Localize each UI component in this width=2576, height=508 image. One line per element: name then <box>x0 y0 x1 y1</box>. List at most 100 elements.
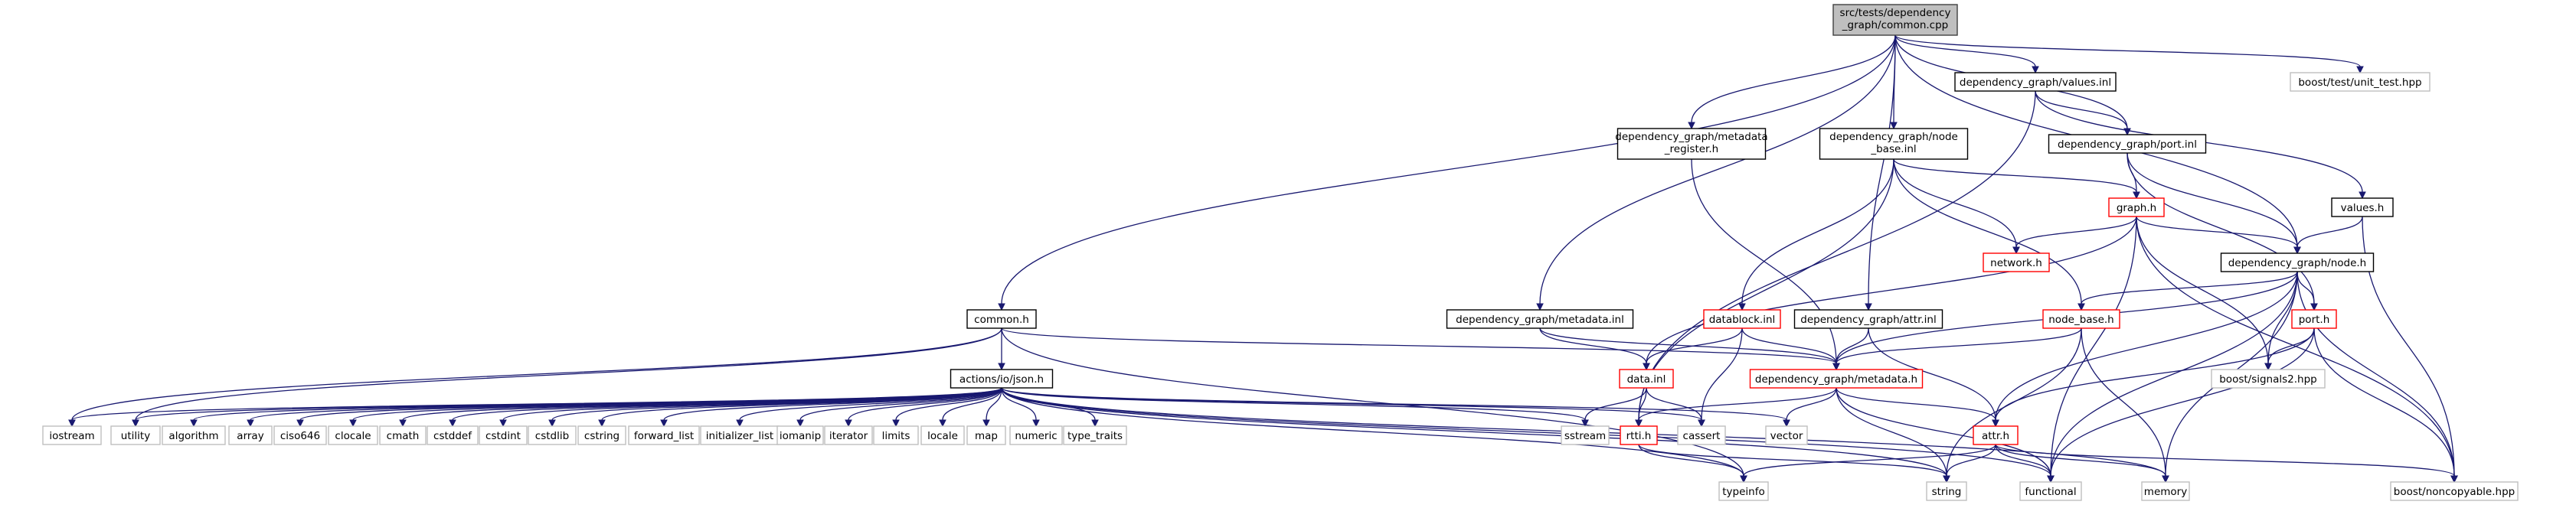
node-rtti-h[interactable]: rtti.h <box>1620 425 1658 445</box>
edge-json_h-to-cassert <box>1001 387 1702 421</box>
edge-json_h-to-functional <box>1001 387 2051 477</box>
node-label: attr.h <box>1982 430 2009 442</box>
node-label: values.h <box>2341 202 2385 214</box>
node-label: dependency_graph/values.inl <box>1960 77 2111 89</box>
edge-arrowhead-json_h-to-cmath <box>399 419 407 428</box>
node-metadata-h[interactable]: dependency_graph/metadata.h <box>1749 369 1924 389</box>
edge-root-to-metadata_inl <box>1539 34 1896 304</box>
node-box <box>2141 481 2190 501</box>
edge-node_h-to-node_base_h <box>2081 271 2298 304</box>
edge-arrowhead-rtti_h-to-typeinfo <box>1740 475 1747 484</box>
node-port-inl[interactable]: dependency_graph/port.inl <box>2048 134 2207 154</box>
edge-port_inl-to-node_h <box>2127 152 2298 248</box>
node-data-inl[interactable]: data.inl <box>1619 369 1674 389</box>
node-forward-list: forward_list <box>628 425 700 445</box>
node-label: iterator <box>829 430 868 442</box>
edge-attr_h-to-noncopyable <box>1995 444 2455 477</box>
edge-data_inl-to-rtti_h <box>1638 387 1647 421</box>
node-label: forward_list <box>634 430 694 442</box>
edge-arrowhead-root-to-common_h <box>998 303 1005 311</box>
node-box <box>1677 425 1726 445</box>
node-datablock-inl[interactable]: datablock.inl <box>1703 309 1781 329</box>
node-root[interactable]: src/tests/dependency_graph/common.cpp <box>1832 4 1958 36</box>
node-attr-h[interactable]: attr.h <box>1973 425 2019 445</box>
node-label: dependency_graph/node <box>1829 131 1958 143</box>
node-cstring: cstring <box>577 425 626 445</box>
edge-json_h-to-initializer_list <box>739 387 1002 421</box>
node-json-h[interactable]: actions/io/json.h <box>950 369 1054 389</box>
node-values-h[interactable]: values.h <box>2331 197 2394 217</box>
node-label: cstdlib <box>535 430 569 442</box>
node-box <box>1009 425 1063 445</box>
node-node-base-h[interactable]: node_base.h <box>2042 309 2120 329</box>
edge-metadata_h-to-rtti_h <box>1638 387 1837 421</box>
node-type-traits: type_traits <box>1063 425 1127 445</box>
node-box <box>1832 4 1958 36</box>
node-noncopyable: boost/noncopyable.hpp <box>2390 481 2519 501</box>
edges-layer <box>68 34 2458 484</box>
node-box <box>1561 425 1610 445</box>
node-utility: utility <box>110 425 161 445</box>
node-box <box>479 425 528 445</box>
edge-root-to-unit_test <box>1894 34 2361 67</box>
edge-metadata_h-to-functional <box>1836 387 2051 477</box>
node-box <box>1926 481 1967 501</box>
edge-root-to-attr_inl <box>1868 34 1896 304</box>
edge-metadata_inl-to-metadata_h <box>1539 327 1837 364</box>
node-label: dependency_graph/metadata <box>1615 131 1767 143</box>
node-box <box>2291 309 2337 329</box>
node-attr-inl[interactable]: dependency_graph/attr.inl <box>1793 309 1943 329</box>
node-label: cstring <box>584 430 619 442</box>
node-common-h[interactable]: common.h <box>966 309 1037 329</box>
edge-common_h-to-typeinfo <box>1001 327 1744 477</box>
node-label: cstdint <box>485 430 521 442</box>
node-label: port.h <box>2299 314 2330 326</box>
node-box <box>427 425 479 445</box>
node-label: initializer_list <box>706 430 773 442</box>
node-metadata-register[interactable]: dependency_graph/metadata_register.h <box>1615 128 1768 160</box>
node-box <box>2108 197 2165 217</box>
edge-rtti_h-to-string <box>1638 444 1947 477</box>
node-algorithm: algorithm <box>162 425 226 445</box>
edge-json_h-to-limits <box>895 387 1002 421</box>
edge-arrowhead-json_h-to-cstring <box>598 419 606 428</box>
node-label: cmath <box>387 430 420 442</box>
node-box <box>2042 309 2120 329</box>
edge-port_h-to-functional <box>2050 327 2315 477</box>
node-metadata-inl[interactable]: dependency_graph/metadata.inl <box>1446 309 1634 329</box>
node-box <box>1619 369 1674 389</box>
node-label: numeric <box>1015 430 1057 442</box>
node-box <box>2019 481 2082 501</box>
node-box <box>1446 309 1634 329</box>
node-box <box>2220 252 2375 272</box>
edge-arrowhead-json_h-to-algorithm <box>190 419 198 428</box>
node-port-h[interactable]: port.h <box>2291 309 2337 329</box>
node-node-base-inl[interactable]: dependency_graph/node_base.inl <box>1819 128 1969 160</box>
edge-attr_h-to-memory <box>1995 444 2166 477</box>
node-box <box>2048 134 2207 154</box>
edge-values_h-to-noncopyable <box>2362 216 2455 477</box>
node-values-inl[interactable]: dependency_graph/values.inl <box>1954 72 2117 92</box>
node-string: string <box>1926 481 1967 501</box>
node-label: clocale <box>335 430 371 442</box>
edge-datablock_inl-to-cassert <box>1701 327 1743 421</box>
edge-json_h-to-sstream <box>1001 387 1586 421</box>
edge-arrowhead-attr_h-to-noncopyable <box>2450 475 2458 484</box>
node-box <box>162 425 226 445</box>
node-box <box>1617 128 1767 160</box>
edge-json_h-to-locale <box>942 387 1002 421</box>
edge-arrowhead-attr_h-to-memory <box>2162 475 2169 484</box>
node-label: dependency_graph/attr.inl <box>1800 314 1936 326</box>
node-label: vector <box>1770 430 1803 442</box>
node-label: rtti.h <box>1626 430 1652 442</box>
node-node-h[interactable]: dependency_graph/node.h <box>2220 252 2375 272</box>
edge-arrowhead-json_h-to-utility <box>132 419 139 428</box>
node-box <box>1063 425 1127 445</box>
node-graph-h[interactable]: graph.h <box>2108 197 2165 217</box>
node-label: typeinfo <box>1722 486 1764 498</box>
node-network-h[interactable]: network.h <box>1983 252 2050 272</box>
edge-arrowhead-json_h-to-clocale <box>349 419 357 428</box>
edge-arrowhead-common_h-to-json_h <box>998 363 1005 371</box>
node-label: dependency_graph/metadata.inl <box>1456 314 1624 326</box>
